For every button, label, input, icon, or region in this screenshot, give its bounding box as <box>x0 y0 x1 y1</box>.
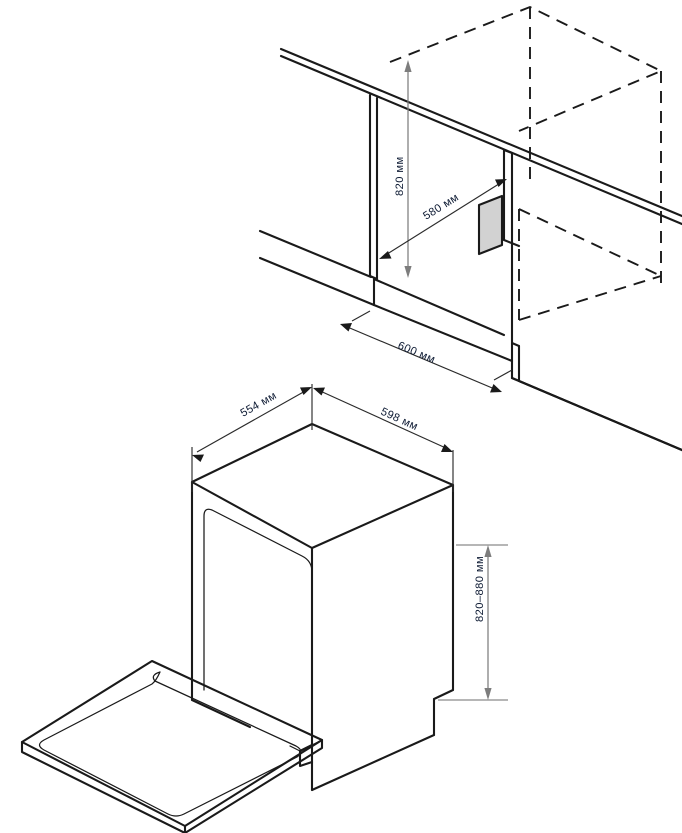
niche-floor-back-edge <box>372 277 506 337</box>
countertop-slab <box>279 47 682 226</box>
wall-socket-marker <box>477 194 504 256</box>
niche-right-plinth <box>510 341 682 452</box>
niche-left-panel <box>368 93 379 281</box>
floor-slab-left <box>258 229 376 307</box>
appliance-top-face <box>190 422 455 550</box>
door-hinge-edge <box>299 739 323 752</box>
depth-dimension: 554 мм <box>191 384 313 492</box>
appliance-left-face <box>190 480 314 764</box>
niche-height-dimension-label: 820 мм <box>394 156 406 196</box>
niche-width-dimension: 600 мм <box>340 310 513 393</box>
open-door-panel <box>20 659 324 833</box>
depth-dimension-label: 554 мм <box>239 390 279 420</box>
floor-edge-right <box>510 376 682 452</box>
cabinet-hidden-outline <box>389 5 664 321</box>
cabinet-niche-diagram: 820 мм 580 мм 600 мм <box>258 5 682 452</box>
niche-socket-dimension-label: 580 мм <box>421 191 461 222</box>
niche-width-dimension-label: 600 мм <box>396 340 437 366</box>
width-dimension-label: 598 мм <box>379 406 420 433</box>
height-dimension-label: 820–880 мм <box>474 556 486 622</box>
height-dimension: 820–880 мм <box>438 544 508 701</box>
niche-height-dimension: 820 мм <box>394 60 412 278</box>
niche-floor-front-edge <box>372 303 514 363</box>
dishwasher-diagram: 554 мм 598 мм 820–880 мм <box>20 384 508 833</box>
appliance-right-face <box>310 483 455 792</box>
appliance-cavity-outline <box>203 508 313 746</box>
niche-right-panel <box>502 148 521 345</box>
